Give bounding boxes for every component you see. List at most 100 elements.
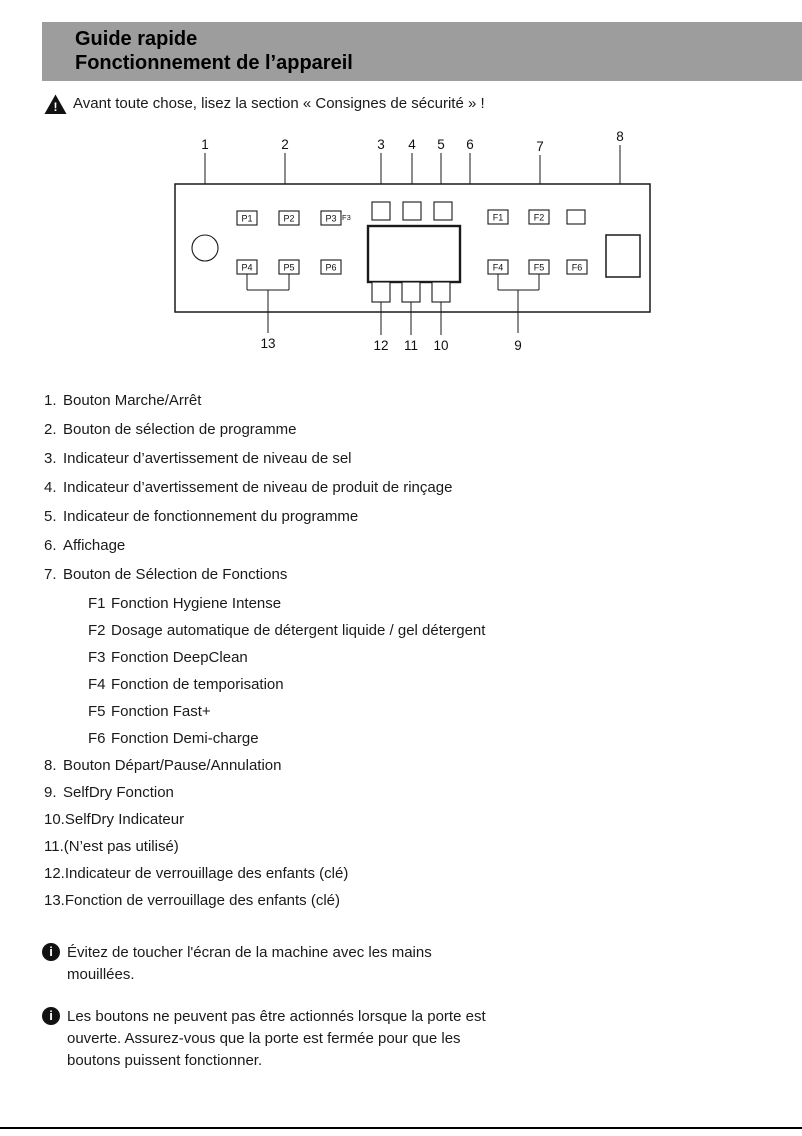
callout-1-label: 1 xyxy=(201,137,209,152)
list-item-4: 4. Indicateur d’avertissement de niveau … xyxy=(44,479,802,496)
callout-2-label: 2 xyxy=(281,137,289,152)
callout-3-label: 3 xyxy=(377,137,385,152)
salt-indicator-box xyxy=(371,201,391,221)
item-text: Bouton de sélection de programme xyxy=(63,421,297,438)
item-number: 10. xyxy=(44,811,65,828)
item-text: Indicateur de fonctionnement du programm… xyxy=(63,508,359,525)
leader-line-13 xyxy=(246,274,290,333)
info-icon: i xyxy=(42,943,60,961)
list-item-9: 9. SelfDry Fonction xyxy=(44,784,802,801)
page-title-line1: Guide rapide xyxy=(75,28,198,50)
function-text: Fonction Fast+ xyxy=(111,703,211,720)
list-item-12: 12. Indicateur de verrouillage des enfan… xyxy=(44,865,802,882)
function-code: F4 xyxy=(88,676,106,693)
selfdry-indicator-box xyxy=(431,281,451,303)
function-text: Fonction de temporisation xyxy=(111,676,284,693)
list-item-1: 1. Bouton Marche/Arrêt xyxy=(44,392,802,409)
p1-label: P1 xyxy=(241,214,252,224)
control-panel-diagram: 1 2 3 4 5 6 7 8 P1 P2 xyxy=(0,127,802,362)
warning-text: Avant toute chose, lisez la section « Co… xyxy=(73,95,485,112)
info-note-1: i Évitez de toucher l'écran de la machin… xyxy=(42,942,802,986)
item-number: 5. xyxy=(44,508,57,525)
callout-11-label: 11 xyxy=(404,338,418,353)
f2-button-box xyxy=(528,209,550,225)
f1-button-box xyxy=(487,209,509,225)
item-number: 7. xyxy=(44,566,57,583)
item-number: 3. xyxy=(44,450,57,467)
f5-label: F5 xyxy=(534,263,545,273)
safety-warning: ! Avant toute chose, lisez la section « … xyxy=(44,94,802,115)
page-title-line2: Fonctionnement de l’appareil xyxy=(75,52,353,74)
f3-mark-label: F3 xyxy=(342,213,351,222)
item-number: 13. xyxy=(44,892,65,909)
item-number: 1. xyxy=(44,392,57,409)
p3-button-box xyxy=(320,210,342,226)
p3-label: P3 xyxy=(325,214,336,224)
item-number: 4. xyxy=(44,479,57,496)
display-rect xyxy=(366,224,462,284)
function-text: Fonction DeepClean xyxy=(111,649,248,666)
callout-8-label: 8 xyxy=(616,129,624,144)
function-item-f4: F4 Fonction de temporisation xyxy=(88,676,802,693)
f4-label: F4 xyxy=(493,263,504,273)
item-text: Bouton Marche/Arrêt xyxy=(63,392,202,409)
function-code: F2 xyxy=(88,622,106,639)
f6-button-box xyxy=(566,259,588,275)
list-item-6: 6. Affichage xyxy=(44,537,802,554)
page-bottom-rule xyxy=(0,1127,802,1129)
function-item-f6: F6 Fonction Demi-charge xyxy=(88,730,802,747)
warning-glyph: ! xyxy=(54,100,58,114)
p5-label: P5 xyxy=(283,263,294,273)
item-text: Bouton de Sélection de Fonctions xyxy=(63,566,288,583)
callout-9-label: 9 xyxy=(514,338,522,353)
item-number: 6. xyxy=(44,537,57,554)
p6-button-box xyxy=(320,259,342,275)
list-item-7: 7. Bouton de Sélection de Fonctions xyxy=(44,566,802,583)
note-text: Les boutons ne peuvent pas être actionné… xyxy=(67,1008,486,1069)
callout-4-label: 4 xyxy=(408,137,416,152)
item-number: 12. xyxy=(44,865,65,882)
function-code: F5 xyxy=(88,703,106,720)
list-item-10: 10. SelfDry Indicateur xyxy=(44,811,802,828)
list-item-13: 13. Fonction de verrouillage des enfants… xyxy=(44,892,802,909)
callout-10-label: 10 xyxy=(433,338,448,353)
function-code: F3 xyxy=(88,649,106,666)
program-indicator-box xyxy=(433,201,453,221)
callout-13-label: 13 xyxy=(260,336,275,351)
function-item-f2: F2 Dosage automatique de détergent liqui… xyxy=(88,622,802,639)
callout-7-label: 7 xyxy=(536,139,544,154)
item-text: Affichage xyxy=(63,537,126,554)
warning-icon: ! xyxy=(44,94,67,114)
callout-5-label: 5 xyxy=(437,137,445,152)
list-item-8: 8. Bouton Départ/Pause/Annulation xyxy=(44,757,802,774)
p6-label: P6 xyxy=(325,263,336,273)
page-header: Guide rapide Fonctionnement de l’apparei… xyxy=(42,22,802,81)
function-code: F6 xyxy=(88,730,106,747)
f6-label: F6 xyxy=(572,263,583,273)
function-text: Dosage automatique de détergent liquide … xyxy=(111,622,486,639)
rinse-aid-indicator-box xyxy=(402,201,422,221)
list-item-3: 3. Indicateur d’avertissement de niveau … xyxy=(44,450,802,467)
item-text: Indicateur d’avertissement de niveau de … xyxy=(63,450,352,467)
blank-button-box xyxy=(566,209,586,225)
list-item-5: 5. Indicateur de fonctionnement du progr… xyxy=(44,508,802,525)
item-number: 9. xyxy=(44,784,57,801)
list-item-2: 2. Bouton de sélection de programme xyxy=(44,421,802,438)
function-item-f3: F3 Fonction DeepClean xyxy=(88,649,802,666)
parts-list: 1. Bouton Marche/Arrêt 2. Bouton de séle… xyxy=(44,392,802,909)
function-item-f1: F1 Fonction Hygiene Intense xyxy=(88,595,802,612)
function-item-f5: F5 Fonction Fast+ xyxy=(88,703,802,720)
item-text: SelfDry Fonction xyxy=(63,784,174,801)
f1-label: F1 xyxy=(493,213,504,223)
callout-12-label: 12 xyxy=(373,338,388,353)
info-note-2: i Les boutons ne peuvent pas être action… xyxy=(42,1006,802,1072)
p2-label: P2 xyxy=(283,214,294,224)
item-text: SelfDry Indicateur xyxy=(64,811,185,828)
panel-diagram-svg: 1 2 3 4 5 6 7 8 P1 P2 xyxy=(174,129,651,353)
start-button-rect xyxy=(605,234,641,278)
p1-button-box xyxy=(236,210,258,226)
function-code: F1 xyxy=(88,595,106,612)
child-lock-indicator-box xyxy=(371,281,391,303)
info-notes: i Évitez de toucher l'écran de la machin… xyxy=(42,942,802,1072)
